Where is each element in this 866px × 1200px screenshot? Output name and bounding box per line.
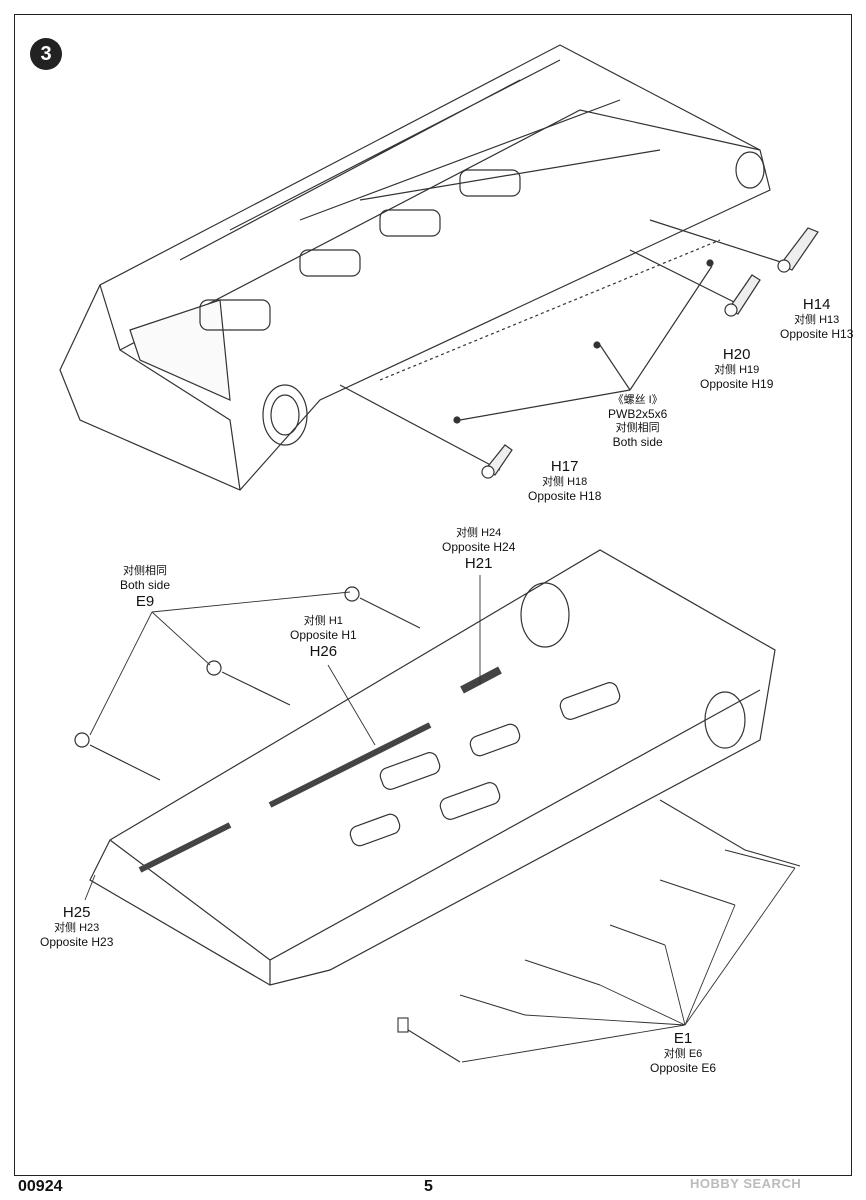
h21-opposite-en: Opposite H24 [442, 540, 516, 555]
callout-h14: H14 对侧 H13 Opposite H13 [780, 296, 853, 342]
part-code-e9: E9 [135, 592, 155, 610]
screw-spec: PWB2x5x6 [608, 407, 668, 422]
part-code-h21: H21 [464, 554, 493, 572]
callout-e9: 对侧相同 Both side E9 [120, 565, 170, 611]
callout-h26: 对侧 H1 Opposite H1 H26 [290, 615, 357, 661]
screw-label-cn: 《螺丝 I》 [612, 394, 663, 406]
step-number-badge: 3 [30, 38, 62, 70]
page-frame [14, 14, 852, 1176]
leader-lines [84, 575, 481, 901]
opposite-cn-h19: 对侧 H19 [714, 364, 760, 376]
callout-h21: 对侧 H24 Opposite H24 H21 [442, 527, 515, 573]
e9-side-en: Both side [120, 578, 171, 593]
h25-opposite-en: Opposite H23 [40, 935, 114, 950]
upper-hull-drawing [59, 44, 819, 491]
e9-side-cn: 对侧相同 [123, 565, 168, 577]
opposite-en-h13: Opposite H13 [780, 327, 854, 342]
lower-hull-drawing [74, 549, 801, 1063]
callout-h25: H25 对侧 H23 Opposite H23 [40, 904, 113, 950]
part-code-e1: E1 [673, 1030, 693, 1047]
callout-e1: E1 对侧 E6 Opposite E6 [650, 1030, 716, 1076]
callout-h17: H17 对侧 H18 Opposite H18 [528, 458, 601, 504]
h26-opposite-en: Opposite H1 [290, 628, 357, 643]
screw-side-cn: 对侧相同 [615, 421, 660, 434]
opposite-en-h18: Opposite H18 [528, 489, 602, 504]
product-code: 00924 [18, 1178, 63, 1195]
part-code-h20: H20 [722, 346, 751, 363]
watermark-logo: HOBBY SEARCH [690, 1176, 802, 1191]
callout-h20: H20 对侧 H19 Opposite H19 [700, 346, 773, 392]
opposite-cn-h18: 对侧 H18 [542, 476, 588, 488]
callout-screw: 《螺丝 I》 PWB2x5x6 对侧相同 Both side [608, 394, 667, 449]
screw-side-en: Both side [612, 434, 663, 449]
part-code-h25: H25 [62, 904, 91, 921]
e1-opposite-cn: 对侧 E6 [663, 1048, 703, 1060]
h21-opposite-cn: 对侧 H24 [456, 527, 502, 539]
h26-opposite-cn: 对侧 H1 [303, 615, 343, 627]
page-number: 5 [424, 1178, 433, 1195]
h25-opposite-cn: 对侧 H23 [54, 922, 100, 934]
opposite-cn-h13: 对侧 H13 [794, 314, 840, 326]
part-code-h14: H14 [802, 296, 831, 313]
part-code-h26: H26 [309, 642, 338, 660]
part-code-h17: H17 [550, 458, 579, 475]
e1-opposite-en: Opposite E6 [650, 1061, 717, 1076]
opposite-en-h19: Opposite H19 [700, 377, 774, 392]
